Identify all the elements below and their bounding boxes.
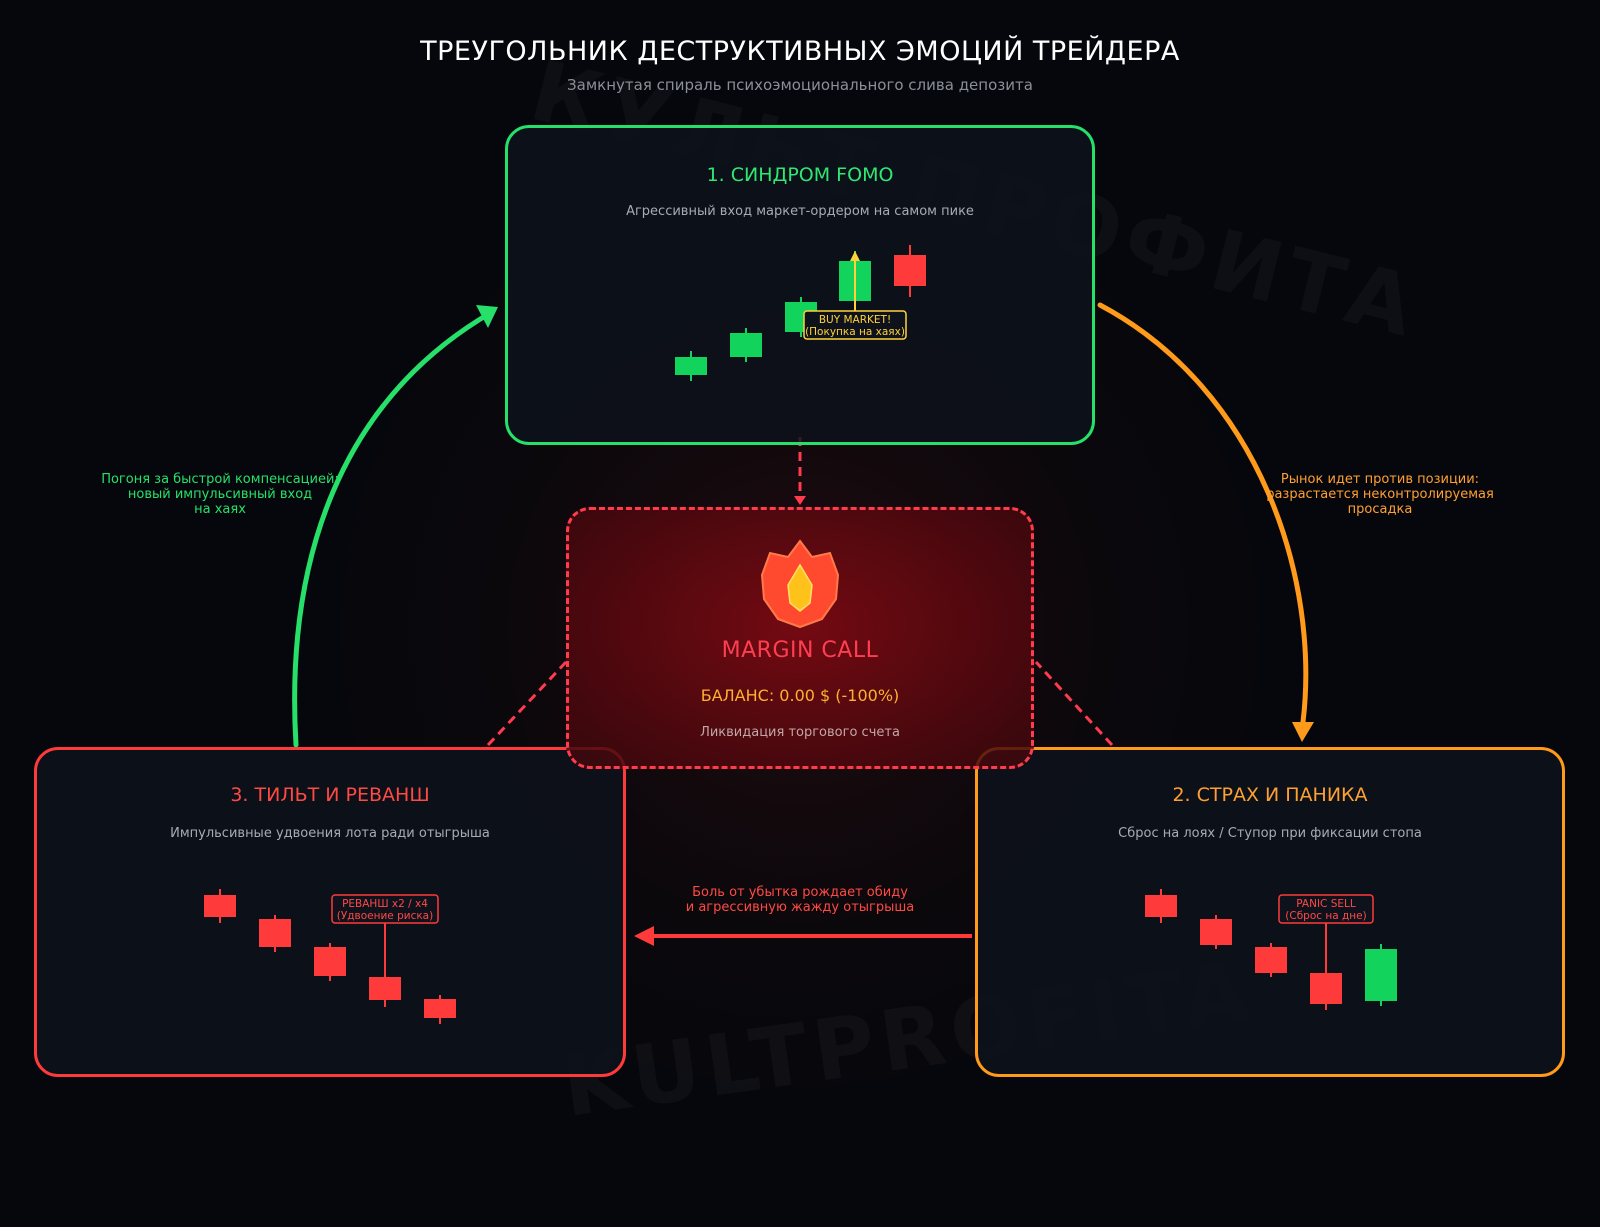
candle [259, 915, 291, 952]
fear-description: Сброс на лоях / Ступор при фиксации стоп… [1118, 826, 1422, 841]
note-line: на хаях [194, 502, 246, 517]
candle [1365, 944, 1397, 1006]
tilt-candle-chart: РЕВАНШ x2 / x4 (Удвоение риска) [204, 889, 456, 1024]
fomo-description: Агрессивный вход маркет-ордером на самом… [626, 204, 974, 219]
arrow-tilt-to-fomo [292, 309, 495, 748]
fomo-annotation-line2: (Покупка на хаях) [805, 326, 905, 338]
page-title: ТРЕУГОЛЬНИК ДЕСТРУКТИВНЫХ ЭМОЦИЙ ТРЕЙДЕР… [420, 36, 1180, 67]
fear-pointer-dot [1322, 985, 1330, 993]
candle [314, 943, 346, 981]
tilt-card: 3. ТИЛЬТ И РЕВАНШ Импульсивные удвоения … [34, 747, 626, 1077]
note-fear-to-tilt: Боль от убытка рождает обиду и агрессивн… [665, 885, 935, 915]
connector-fear-to-margin [1034, 660, 1114, 747]
fear-card: 2. СТРАХ И ПАНИКА Сброс на лоях / Ступор… [975, 747, 1565, 1077]
note-fomo-to-fear: Рынок идет против позиции: разрастается … [1260, 472, 1500, 517]
fomo-annotation-line1: BUY MARKET! [819, 314, 891, 326]
tilt-title: 3. ТИЛЬТ И РЕВАНШ [230, 784, 430, 806]
fear-title: 2. СТРАХ И ПАНИКА [1172, 784, 1368, 806]
fomo-title: 1. СИНДРОМ FOMO [706, 164, 894, 186]
candle [1255, 943, 1287, 977]
fear-candle-chart: PANIC SELL (Сброс на дне) [1145, 889, 1397, 1010]
candle [424, 995, 456, 1024]
margin-call-balance: БАЛАНС: 0.00 $ (-100%) [700, 686, 900, 705]
note-line: Боль от убытка рождает обиду [692, 885, 908, 900]
tilt-annotation-box [331, 894, 439, 924]
fear-annotation-line1: PANIC SELL [1296, 898, 1356, 910]
candle [894, 245, 926, 297]
fomo-candle-chart: BUY MARKET! (Покупка на хаях) [675, 245, 926, 381]
tilt-annotation-line1: РЕВАНШ x2 / x4 [342, 898, 428, 910]
arrowhead-orange [1292, 722, 1314, 742]
note-tilt-to-fomo: Погоня за быстрой компенсацией: новый им… [100, 472, 340, 517]
note-line: просадка [1347, 502, 1413, 517]
candle [1200, 915, 1232, 949]
note-line: Рынок идет против позиции: [1280, 472, 1480, 487]
fomo-card: 1. СИНДРОМ FOMO Агрессивный вход маркет-… [505, 125, 1095, 445]
note-line: разрастается неконтролируемая [1266, 487, 1494, 502]
fomo-pointer-arrowhead [850, 251, 860, 261]
note-line: новый импульсивный вход [127, 487, 313, 502]
tilt-description: Импульсивные удвоения лота ради отыгрыша [170, 826, 490, 841]
candle [1145, 889, 1177, 923]
page-subtitle: Замкнутая спираль психоэмоционального сл… [567, 76, 1033, 94]
connector-arrowhead [794, 496, 806, 505]
flame-icon [760, 539, 840, 629]
fear-annotation-box [1278, 894, 1374, 924]
margin-call-description: Ликвидация торгового счета [700, 725, 900, 740]
arrow-fomo-to-fear [1097, 302, 1309, 725]
margin-call-title: MARGIN CALL [721, 638, 879, 663]
arrowhead-red [634, 926, 654, 946]
note-line: и агрессивную жажду отыгрыша [685, 900, 915, 915]
fomo-annotation-box [803, 310, 907, 340]
connector-tilt-to-margin [486, 660, 568, 747]
tilt-annotation-line2: (Удвоение риска) [337, 910, 433, 922]
candle [204, 889, 236, 923]
candle [675, 351, 707, 381]
candle [730, 328, 762, 362]
arrowhead-green [476, 305, 498, 328]
note-line: Погоня за быстрой компенсацией: [101, 472, 339, 487]
fear-annotation-line2: (Сброс на дне) [1285, 910, 1366, 922]
